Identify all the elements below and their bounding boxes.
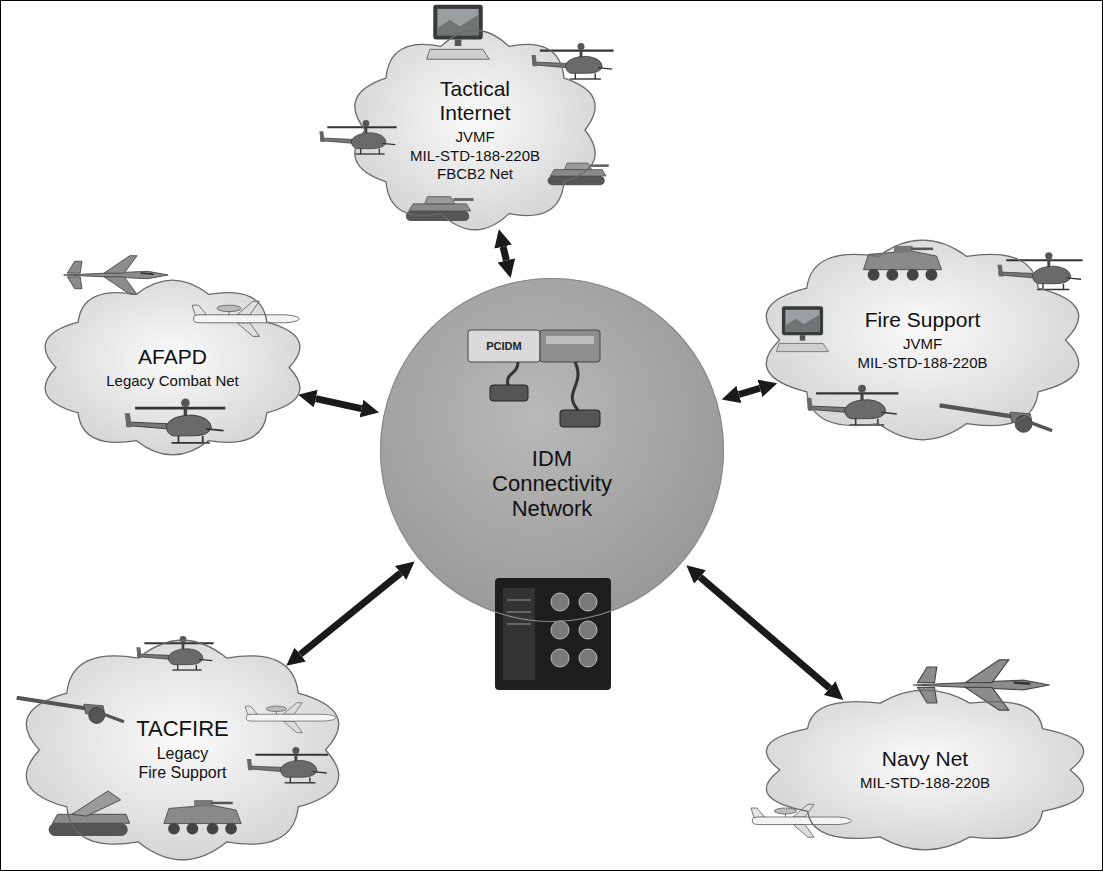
cloud-outline [350, 30, 600, 230]
launcher-icon [49, 791, 130, 836]
tank-icon [548, 163, 609, 185]
jet-icon [64, 256, 168, 295]
vehicle-icon [863, 246, 941, 281]
double-arrow [503, 247, 506, 261]
transport-icon [751, 804, 852, 837]
computer-icon [776, 306, 828, 351]
node-content: Fire SupportJVMF MIL-STD-188-220B [760, 240, 1085, 440]
network-title: Tactical Internet [439, 77, 510, 125]
idm-unit [495, 578, 611, 690]
protocol-label: MIL-STD-188-220B [857, 354, 987, 371]
cloud-fill [45, 280, 300, 455]
helicopter-icon [997, 252, 1082, 289]
helicopter-icon [531, 43, 613, 79]
node-content: IDM Connectivity Network [380, 278, 724, 622]
double-arrow [316, 399, 362, 409]
helicopter-icon [125, 399, 226, 443]
cloud-outline [760, 240, 1085, 440]
protocol-label: MIL-STD-188-220B [860, 774, 990, 791]
cloud-fill [26, 640, 338, 860]
transport-icon [245, 703, 336, 733]
double-arrow [300, 573, 400, 654]
cloud-outline [20, 640, 345, 860]
howitzer-icon [17, 698, 124, 724]
cloud-border [766, 690, 1083, 850]
hub-title: IDM Connectivity Network [492, 446, 612, 522]
network-cloud: Tactical InternetJVMF MIL-STD-188-220BFBC… [350, 30, 600, 230]
tank-icon [406, 197, 474, 221]
network-cloud: Navy NetMIL-STD-188-220B [760, 690, 1090, 850]
helicopter-icon [247, 747, 328, 783]
connector-group [300, 247, 829, 689]
network-cloud: AFAPD Legacy Combat Net [40, 280, 305, 455]
node-content: Tactical InternetJVMF MIL-STD-188-220BFBC… [350, 30, 600, 230]
protocol-label: Legacy Combat Net [106, 372, 239, 389]
howitzer-icon [940, 405, 1053, 432]
cloud-fill [766, 690, 1083, 850]
circle-outline [380, 278, 724, 622]
node-content: AFAPD Legacy Combat Net [40, 280, 305, 455]
helicopter-icon [136, 636, 213, 670]
helicopter-icon [319, 120, 396, 154]
hub-circle: IDM Connectivity Network [380, 278, 724, 622]
vehicle-icon [164, 800, 241, 834]
transport-icon [192, 301, 299, 336]
cloud-border [355, 30, 595, 230]
network-cloud: TACFIRE LegacyFire Support [20, 640, 345, 860]
hub-border [381, 279, 724, 622]
cloud-border [26, 640, 338, 860]
protocol-label: FBCB2 Net [437, 165, 513, 182]
network-title: Fire Support [865, 308, 981, 332]
network-title: TACFIRE [136, 716, 228, 741]
protocol-label: MIL-STD-188-220B [410, 147, 540, 164]
double-arrow [700, 577, 830, 688]
cloud-outline [760, 690, 1090, 850]
cloud-border [45, 280, 300, 455]
protocol-label: Legacy [157, 745, 209, 763]
protocol-label: JVMF [903, 335, 942, 352]
hub-fill [380, 278, 724, 622]
helicopter-icon [807, 385, 899, 425]
cloud-fill [355, 30, 595, 230]
cloud-border [766, 240, 1078, 440]
cloud-outline [40, 280, 305, 455]
network-cloud: Fire SupportJVMF MIL-STD-188-220B [760, 240, 1085, 440]
network-title: AFAPD [138, 345, 207, 369]
network-title: Navy Net [882, 747, 968, 771]
device-label: PCIDM [472, 337, 536, 355]
pc-card [468, 330, 600, 427]
double-arrow [739, 388, 760, 394]
node-content: TACFIRE LegacyFire Support [20, 640, 345, 860]
protocol-label: JVMF [455, 128, 494, 145]
jet-icon [913, 660, 1050, 710]
computer-icon [427, 5, 490, 59]
node-content: Navy NetMIL-STD-188-220B [760, 690, 1090, 850]
protocol-label: Fire Support [138, 764, 226, 782]
cloud-fill [766, 240, 1078, 440]
